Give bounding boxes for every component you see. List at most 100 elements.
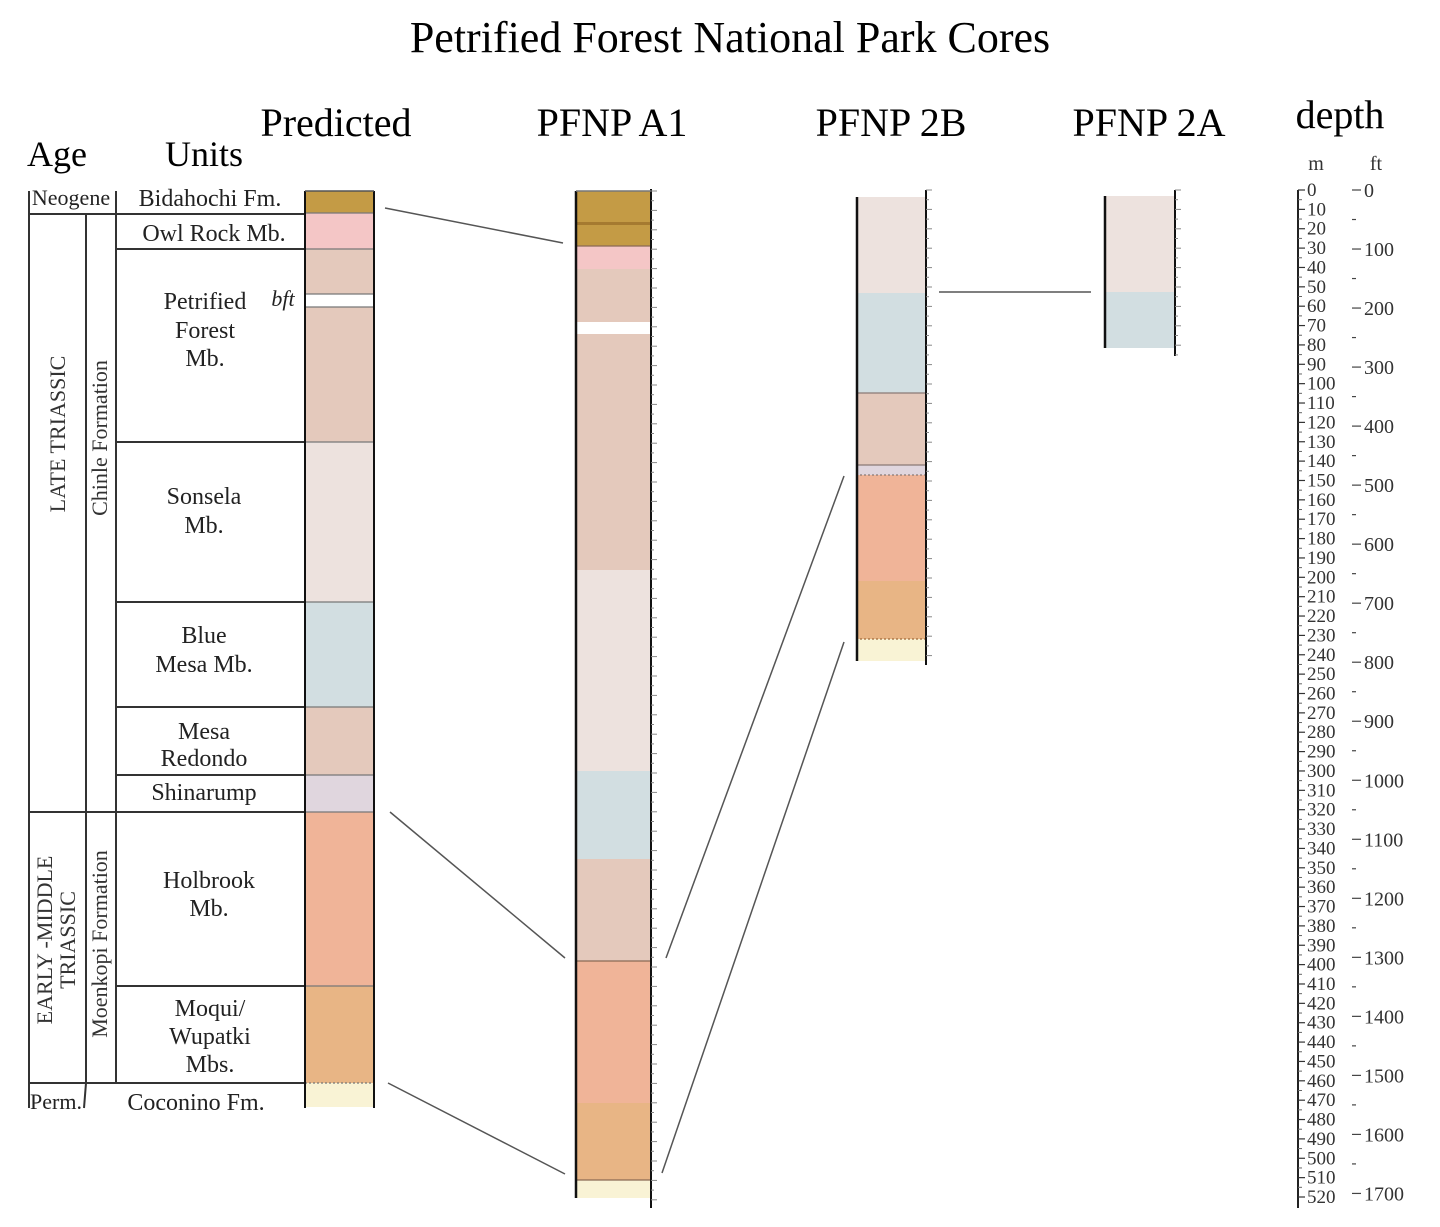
depth-m-label: 170 <box>1307 509 1336 530</box>
depth-m-label: 400 <box>1307 955 1336 976</box>
depth-m-label: 500 <box>1307 1148 1336 1169</box>
unit-moqui-2: Wupatki <box>169 1024 251 1050</box>
depth-m-label: 510 <box>1307 1168 1336 1189</box>
unit-petrified-forest-3: Mb. <box>185 346 224 372</box>
depth-ft-ticks: 0100200300400500600700800900100011001200… <box>1352 180 1404 1205</box>
column-pfnp-a1 <box>574 189 652 1208</box>
depth-ft-label: 800 <box>1364 652 1394 674</box>
column-predicted <box>304 190 375 1108</box>
depth-m-label: 110 <box>1307 393 1335 414</box>
depth-m-label: 60 <box>1307 296 1326 317</box>
depth-m-label: 120 <box>1307 412 1336 433</box>
depth-m-label: 280 <box>1307 722 1336 743</box>
depth-unit-ft: ft <box>1370 153 1383 175</box>
unit-coconino: Coconino Fm. <box>127 1090 264 1116</box>
age-neogene: Neogene <box>32 185 110 210</box>
column-pfnp-2a <box>1103 190 1176 356</box>
depth-m-label: 460 <box>1307 1071 1336 1092</box>
depth-m-label: 390 <box>1307 935 1336 956</box>
depth-m-label: 270 <box>1307 703 1336 724</box>
unit-owl-rock: Owl Rock Mb. <box>142 221 285 247</box>
unit-moqui-1: Moqui/ <box>175 996 246 1022</box>
depth-m-label: 140 <box>1307 451 1336 472</box>
unit-bft-label: bft <box>271 286 295 311</box>
unit-holbrook-1: Holbrook <box>163 868 255 894</box>
depth-ft-label: 900 <box>1364 711 1394 733</box>
unit-mesa-redondo-1: Mesa <box>178 719 230 745</box>
depth-ft-label: 0 <box>1364 180 1374 202</box>
column-pfnp-2b <box>855 190 927 665</box>
depth-m-label: 420 <box>1307 993 1336 1014</box>
age-early-middle-line1: EARLY -MIDDLE <box>32 856 57 1025</box>
depth-m-label: 160 <box>1307 490 1336 511</box>
depth-m-label: 440 <box>1307 1032 1336 1053</box>
formation-moenkopi: Moenkopi Formation <box>87 850 112 1038</box>
depth-ft-label: 100 <box>1364 239 1394 261</box>
depth-m-label: 490 <box>1307 1129 1336 1150</box>
unit-bidahochi: Bidahochi Fm. <box>139 186 282 212</box>
depth-m-label: 240 <box>1307 645 1336 666</box>
depth-ft-label: 300 <box>1364 357 1394 379</box>
header-units: Units <box>165 134 243 174</box>
depth-m-label: 190 <box>1307 548 1336 569</box>
depth-m-label: 70 <box>1307 316 1326 337</box>
correlation-lines <box>384 207 1091 1175</box>
depth-ft-label: 200 <box>1364 298 1394 320</box>
age-late-triassic: LATE TRIASSIC <box>45 356 70 513</box>
depth-unit-m: m <box>1308 153 1324 175</box>
depth-m-label: 310 <box>1307 780 1336 801</box>
depth-m-label: 80 <box>1307 335 1326 356</box>
depth-axis: 0102030405060708090100110120130140150160… <box>1297 180 1404 1208</box>
depth-m-label: 20 <box>1307 219 1326 240</box>
depth-m-label: 210 <box>1307 587 1336 608</box>
unit-mesa-redondo-2: Redondo <box>161 746 248 772</box>
depth-ft-label: 1400 <box>1364 1006 1404 1028</box>
depth-m-label: 340 <box>1307 838 1336 859</box>
depth-m-label: 230 <box>1307 625 1336 646</box>
depth-m-ticks: 0102030405060708090100110120130140150160… <box>1298 180 1336 1208</box>
header-age: Age <box>27 134 87 174</box>
depth-ft-label: 1600 <box>1364 1124 1404 1146</box>
depth-m-label: 330 <box>1307 819 1336 840</box>
figure-title: Petrified Forest National Park Cores <box>410 13 1050 62</box>
depth-m-label: 260 <box>1307 684 1336 705</box>
unit-holbrook-2: Mb. <box>189 896 228 922</box>
depth-ft-label: 1700 <box>1364 1183 1404 1205</box>
depth-m-label: 30 <box>1307 238 1326 259</box>
depth-m-label: 250 <box>1307 664 1336 685</box>
depth-m-label: 220 <box>1307 606 1336 627</box>
depth-m-label: 470 <box>1307 1090 1336 1111</box>
unit-moqui-3: Mbs. <box>186 1052 235 1078</box>
depth-m-label: 360 <box>1307 877 1336 898</box>
depth-m-label: 350 <box>1307 858 1336 879</box>
unit-blue-mesa-2: Mesa Mb. <box>155 652 252 678</box>
depth-m-label: 410 <box>1307 974 1336 995</box>
header-pfnp-2b: PFNP 2B <box>816 100 967 145</box>
formation-chinle: Chinle Formation <box>87 360 112 516</box>
core-ticks <box>651 189 1181 1201</box>
unit-sonsela-2: Mb. <box>184 513 223 539</box>
depth-ft-label: 700 <box>1364 593 1394 615</box>
depth-m-label: 380 <box>1307 916 1336 937</box>
age-permian: Perm. <box>30 1089 82 1114</box>
depth-m-label: 200 <box>1307 567 1336 588</box>
unit-sonsela-1: Sonsela <box>167 484 242 510</box>
depth-m-label: 520 <box>1307 1187 1336 1208</box>
depth-ft-label: 600 <box>1364 534 1394 556</box>
depth-ft-label: 500 <box>1364 475 1394 497</box>
header-depth: depth <box>1296 92 1385 137</box>
depth-m-label: 180 <box>1307 529 1336 550</box>
depth-m-label: 430 <box>1307 1013 1336 1034</box>
depth-ft-label: 1000 <box>1364 770 1404 792</box>
unit-petrified-forest-2: Forest <box>175 318 235 344</box>
depth-m-label: 320 <box>1307 800 1336 821</box>
depth-m-label: 130 <box>1307 432 1336 453</box>
depth-ft-label: 1300 <box>1364 947 1404 969</box>
unit-petrified-forest-1: Petrified <box>164 289 247 315</box>
depth-m-label: 40 <box>1307 257 1326 278</box>
depth-ft-label: 1200 <box>1364 888 1404 910</box>
depth-ft-label: 400 <box>1364 416 1394 438</box>
depth-m-label: 150 <box>1307 470 1336 491</box>
header-predicted: Predicted <box>260 100 411 145</box>
